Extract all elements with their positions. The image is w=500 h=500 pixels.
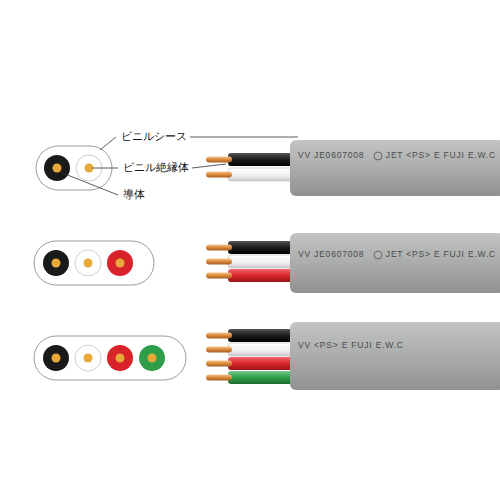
cross-section [34, 336, 186, 380]
leader-line [60, 137, 298, 195]
cable-marking: JET <PS> E FUJI E.W.C [386, 249, 496, 259]
cable-4core [206, 322, 500, 390]
cable-2core [206, 140, 500, 196]
cable-marking: VV JE0607008 [298, 150, 364, 160]
part-label: 導体 [122, 188, 146, 201]
part-label: ビニルシース [120, 130, 188, 143]
cross-section [34, 241, 154, 285]
part-label: ビニル絶縁体 [122, 161, 190, 174]
cable-marking: JET <PS> E FUJI E.W.C [386, 150, 496, 160]
cable-3core [206, 233, 500, 293]
cable-marking: VV <PS> E FUJI E.W.C [298, 340, 404, 350]
cable-marking: VV JE0607008 [298, 249, 364, 259]
